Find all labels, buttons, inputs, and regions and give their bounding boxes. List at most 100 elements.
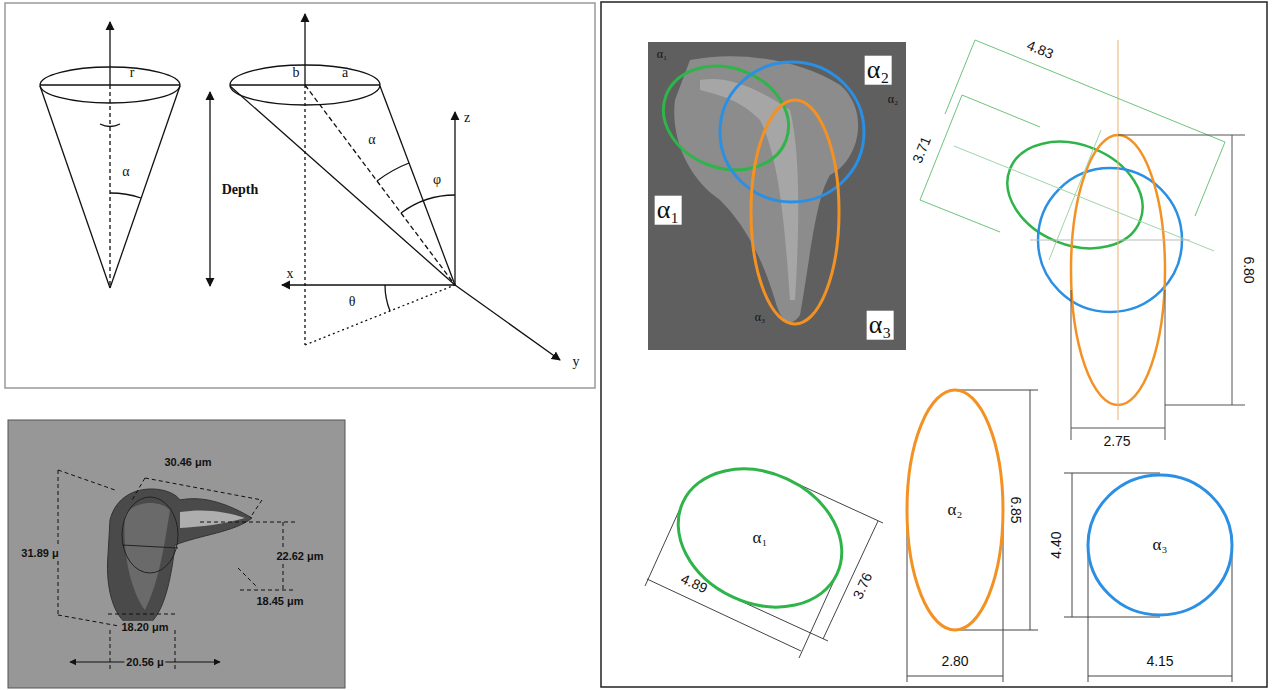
micrograph bbox=[122, 497, 178, 573]
micrograph bbox=[107, 489, 252, 628]
construction-line bbox=[1118, 135, 1245, 136]
construction-line bbox=[1071, 428, 1165, 429]
dimension-label: 18.20 μm bbox=[119, 621, 170, 633]
dimension-line bbox=[132, 478, 145, 500]
dimension-line bbox=[907, 676, 1003, 677]
dimension-line bbox=[238, 568, 258, 588]
dimension-label: 3.76 bbox=[850, 570, 875, 601]
construction-line bbox=[962, 95, 1040, 127]
ellipse-label: α₂ bbox=[888, 93, 898, 106]
cone-panel bbox=[377, 163, 409, 181]
construction-line bbox=[945, 40, 975, 114]
ellipse-outline bbox=[655, 443, 864, 633]
dimension-line bbox=[200, 522, 295, 523]
dimension-label: 31.89 μ bbox=[19, 547, 60, 559]
cone-panel bbox=[110, 193, 141, 198]
ellipse-label: α₃ bbox=[1153, 536, 1168, 555]
ellipse-node: α₂ bbox=[905, 388, 1005, 632]
dimension-line bbox=[110, 630, 111, 672]
micrograph bbox=[8, 420, 345, 688]
cone-panel bbox=[380, 86, 455, 285]
ellipse-overlay bbox=[991, 122, 1182, 405]
dimension-line bbox=[1088, 676, 1232, 677]
dimension-line bbox=[799, 574, 837, 658]
ellipse-label: α₂ bbox=[948, 501, 963, 520]
cone-panel bbox=[100, 124, 120, 127]
dimension-line bbox=[645, 390, 1232, 682]
dimension-line bbox=[1030, 390, 1031, 630]
dimension-line bbox=[250, 500, 262, 518]
axis-label: a bbox=[342, 65, 348, 80]
dimension-label: 22.62 μm bbox=[274, 550, 325, 562]
angle-label: φ bbox=[433, 172, 441, 187]
cone-panel bbox=[385, 285, 390, 311]
dimension-line bbox=[1072, 473, 1073, 617]
cone-panel bbox=[109, 85, 110, 288]
construction-line bbox=[1232, 135, 1233, 405]
dimension-label: 4.89 bbox=[678, 571, 709, 596]
dimension-line bbox=[58, 470, 59, 615]
micrograph bbox=[649, 49, 803, 187]
ellipse-label: α₃ bbox=[755, 311, 765, 324]
axis-label: y bbox=[573, 354, 580, 369]
cone-panel bbox=[109, 22, 110, 85]
ellipse-label: α₂ bbox=[865, 56, 892, 85]
construction-line bbox=[1195, 142, 1225, 216]
cone-panel bbox=[5, 3, 595, 388]
ellipse-node: α₁ bbox=[672, 465, 848, 611]
ellipse-label: α₃ bbox=[867, 311, 894, 340]
micrograph bbox=[720, 62, 864, 202]
dimension-line bbox=[823, 521, 878, 639]
construction-line bbox=[975, 40, 1225, 142]
micrograph bbox=[648, 42, 906, 350]
dimension-line bbox=[1088, 545, 1089, 682]
angle-label: α bbox=[122, 164, 129, 179]
dimension-line bbox=[1232, 545, 1233, 682]
cone-panel bbox=[110, 86, 180, 288]
cone-panel bbox=[305, 85, 455, 285]
cone-panel bbox=[401, 195, 455, 213]
dimension-label: 3.71 bbox=[910, 134, 934, 165]
cone-panel bbox=[305, 285, 455, 345]
cone-panel bbox=[230, 86, 455, 285]
angle-label: α bbox=[368, 132, 375, 147]
construction-line bbox=[920, 200, 1000, 232]
micrograph bbox=[751, 100, 839, 324]
construction-line bbox=[954, 146, 1214, 251]
construction-line bbox=[920, 40, 1245, 440]
ellipse-node: α₃ bbox=[1086, 473, 1234, 617]
cone-panel bbox=[304, 14, 305, 85]
cone-panel bbox=[282, 284, 455, 285]
angle-label: θ bbox=[349, 294, 356, 309]
dimension-line bbox=[175, 630, 176, 672]
micrograph bbox=[648, 42, 906, 350]
cone-panel bbox=[304, 85, 305, 345]
ellipse-label: α₁ bbox=[657, 48, 667, 61]
micrograph bbox=[122, 545, 178, 548]
depth-label: Depth bbox=[222, 182, 259, 197]
construction-line bbox=[1118, 40, 1119, 420]
dimension-line bbox=[58, 470, 115, 490]
dimension-line bbox=[240, 590, 295, 591]
dimension-line bbox=[58, 470, 295, 672]
dimension-label: 4.83 bbox=[1024, 38, 1055, 62]
dimension-label: 2.80 bbox=[941, 654, 968, 669]
dimension-line bbox=[1064, 473, 1160, 474]
ellipse-label: α₁ bbox=[753, 529, 768, 548]
dimension-line bbox=[647, 579, 801, 651]
dimension-line bbox=[955, 390, 1038, 391]
construction-line bbox=[1165, 290, 1166, 440]
axis-label: z bbox=[464, 110, 470, 125]
dimension-line bbox=[1064, 617, 1160, 618]
dimension-line bbox=[955, 630, 1038, 631]
cone-panel bbox=[454, 112, 455, 285]
ellipse-outline bbox=[1088, 475, 1232, 615]
dimension-line bbox=[145, 478, 262, 500]
axis-label: b bbox=[293, 65, 300, 80]
dimension-label: 6.85 bbox=[1007, 496, 1022, 523]
micrograph bbox=[124, 503, 170, 610]
dimension-label: 30.46 μm bbox=[162, 456, 213, 468]
construction-line bbox=[1165, 405, 1245, 406]
micrograph bbox=[180, 510, 245, 528]
